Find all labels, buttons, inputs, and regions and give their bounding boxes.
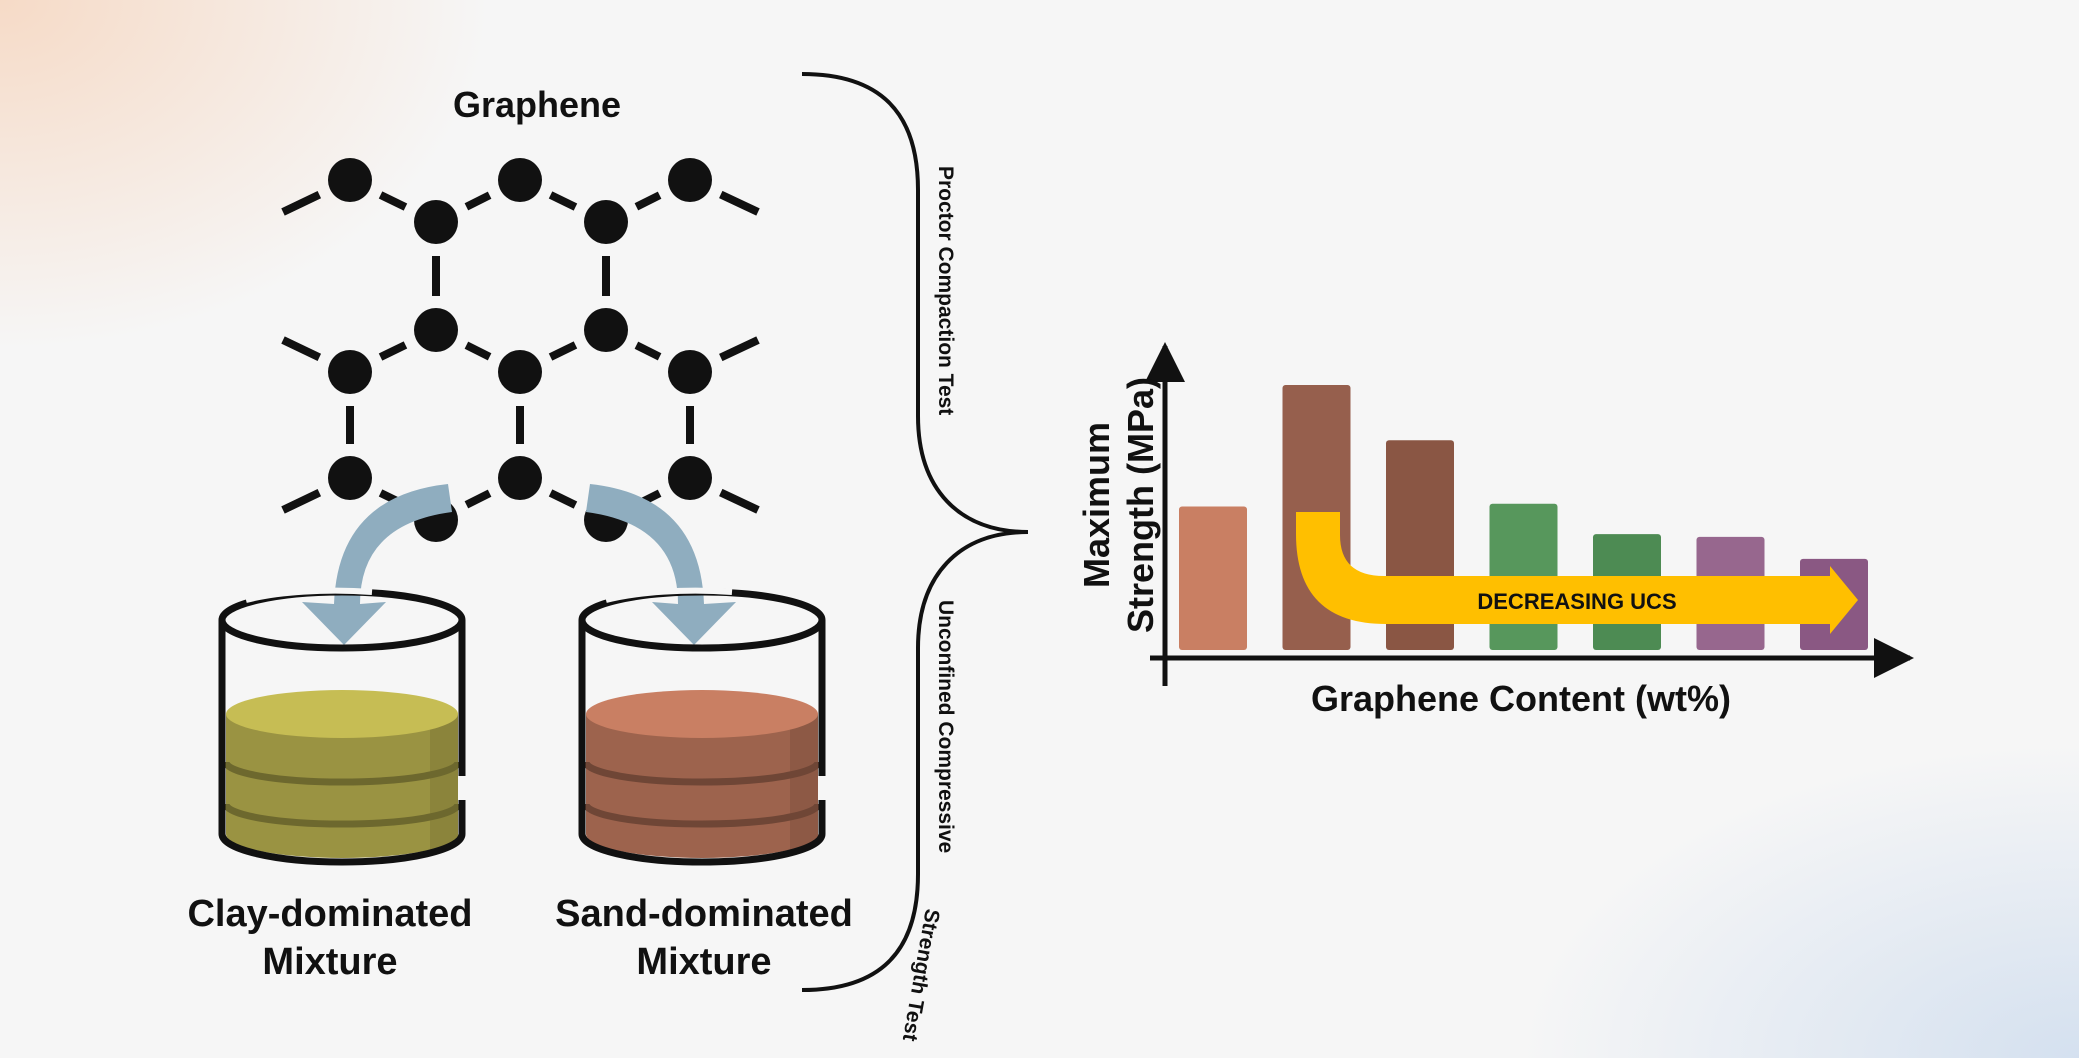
ucs-test-label-line1: Unconfined Compressive — [934, 600, 957, 853]
y-axis-label-line2: Strength (MPa) — [1120, 377, 1161, 633]
graphene-bond — [281, 336, 322, 361]
curly-brace — [801, 72, 1029, 992]
x-axis-label: Graphene Content (wt%) — [1311, 678, 1731, 719]
graphene-bond — [281, 489, 322, 514]
carbon-atom — [668, 456, 712, 500]
proctor-test-label: Proctor Compaction Test — [934, 166, 957, 415]
carbon-atom — [328, 158, 372, 202]
carbon-atom — [668, 350, 712, 394]
graphene-bond — [634, 191, 662, 211]
graphene-bond — [548, 341, 578, 361]
graphene-lattice-diagram — [281, 158, 760, 542]
sand-mixture-label-line1: Sand-dominated — [555, 893, 853, 935]
strength-chart: DECREASING UCS Graphene Content (wt%) Ma… — [1076, 342, 1914, 719]
graphene-bond — [378, 341, 408, 361]
carbon-atom — [498, 456, 542, 500]
clay-mixture-label-line1: Clay-dominated — [187, 893, 472, 935]
carbon-atom — [668, 158, 712, 202]
carbon-atom — [498, 350, 542, 394]
graphene-bond — [548, 489, 578, 509]
carbon-atom — [328, 456, 372, 500]
carbon-atom — [414, 200, 458, 244]
graphene-bond — [281, 191, 322, 216]
carbon-atom — [584, 308, 628, 352]
graphene-bond — [464, 341, 492, 361]
graphene-bond — [464, 489, 492, 509]
pour-arrow-icon — [586, 484, 736, 645]
graphene-bond — [634, 341, 662, 361]
carbon-atom — [498, 158, 542, 202]
sand-mixture-cylinder — [578, 587, 826, 866]
y-axis-label-line1: Maximum — [1076, 422, 1117, 588]
pour-arrow-icon — [302, 484, 452, 645]
bar — [1179, 506, 1247, 650]
graphene-title: Graphene — [453, 84, 621, 125]
decreasing-ucs-arrow — [1296, 512, 1858, 634]
carbon-atom — [328, 350, 372, 394]
graphene-bond — [719, 190, 760, 216]
graphene-bond — [464, 191, 492, 211]
sand-mixture-label-line2: Mixture — [636, 941, 771, 983]
ucs-test-label-line2: Strength Test — [898, 907, 944, 1043]
decreasing-ucs-label: DECREASING UCS — [1477, 589, 1676, 614]
graphene-bond — [548, 191, 578, 211]
graphene-bond — [378, 191, 408, 211]
carbon-atom — [584, 200, 628, 244]
graphene-bond — [719, 488, 760, 514]
clay-mixture-label-line2: Mixture — [262, 941, 397, 983]
clay-mixture-cylinder — [218, 587, 466, 866]
graphene-bond — [719, 336, 760, 362]
carbon-atom — [414, 308, 458, 352]
